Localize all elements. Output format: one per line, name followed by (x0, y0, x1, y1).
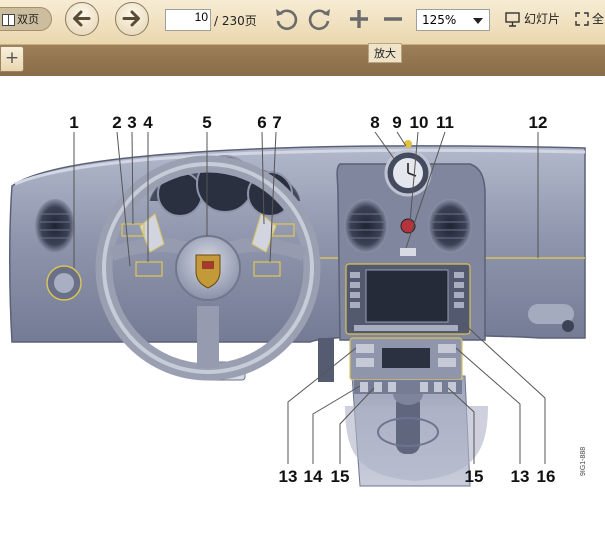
toolbar: 双页 10 / 230页 125% (0, 0, 605, 45)
dual-page-button[interactable]: 双页 (0, 7, 52, 31)
callout-7: 7 (272, 113, 281, 132)
zoom-out-button[interactable] (380, 6, 406, 32)
minus-icon (384, 17, 402, 21)
callout-5: 5 (202, 113, 211, 132)
fullscreen-icon (575, 11, 589, 26)
figure-code: 9IG1-888 (580, 447, 587, 476)
rotate-left-button[interactable] (273, 6, 299, 32)
tab-strip: + (0, 45, 605, 76)
callout-8: 8 (370, 113, 379, 132)
callout-2: 2 (112, 113, 121, 132)
fullscreen-label: 全 (592, 12, 605, 26)
callout-10: 10 (410, 113, 429, 132)
plus-icon (350, 10, 368, 28)
callout-12: 12 (529, 113, 548, 132)
callout-15-left: 15 (331, 467, 350, 486)
dual-page-label: 双页 (17, 13, 39, 26)
rotate-ccw-icon (276, 9, 298, 31)
dual-page-icon (2, 13, 15, 26)
callout-6: 6 (257, 113, 266, 132)
current-page-value: 10 (194, 10, 208, 24)
callout-9: 9 (392, 113, 401, 132)
callout-11: 11 (436, 113, 454, 132)
slideshow-button[interactable]: 幻灯片 (505, 10, 560, 27)
document-page: 1 2 3 4 5 6 7 8 9 10 11 12 13 14 15 15 1… (0, 76, 605, 549)
callout-13-left: 13 (279, 467, 298, 486)
callout-3: 3 (127, 113, 136, 132)
fullscreen-button[interactable]: 全 (575, 10, 604, 27)
rotate-right-button[interactable] (307, 6, 333, 32)
slideshow-label: 幻灯片 (524, 12, 561, 26)
arrow-left-icon (73, 10, 91, 27)
add-tab-button[interactable]: + (0, 46, 24, 72)
total-pages: / 230页 (214, 14, 257, 28)
zoom-value: 125% (422, 13, 457, 27)
callout-14: 14 (304, 467, 323, 486)
arrow-right-icon (122, 10, 140, 27)
callout-4: 4 (143, 113, 153, 132)
dashboard-illustration: 1 2 3 4 5 6 7 8 9 10 11 12 13 14 15 15 1… (9, 113, 587, 487)
callout-13-right: 13 (511, 467, 530, 486)
next-page-button[interactable] (115, 2, 149, 36)
rotate-cw-icon (308, 9, 330, 31)
zoom-select[interactable]: 125% (416, 9, 490, 31)
callout-1: 1 (69, 113, 78, 132)
zoom-in-button[interactable] (346, 6, 372, 32)
zoom-in-tooltip: 放大 (368, 43, 402, 63)
chevron-down-icon (473, 18, 483, 24)
callout-15-right: 15 (465, 467, 484, 486)
projector-icon (505, 11, 520, 27)
page-number-input[interactable]: 10 (165, 9, 211, 31)
callout-16: 16 (537, 467, 556, 486)
previous-page-button[interactable] (65, 2, 99, 36)
